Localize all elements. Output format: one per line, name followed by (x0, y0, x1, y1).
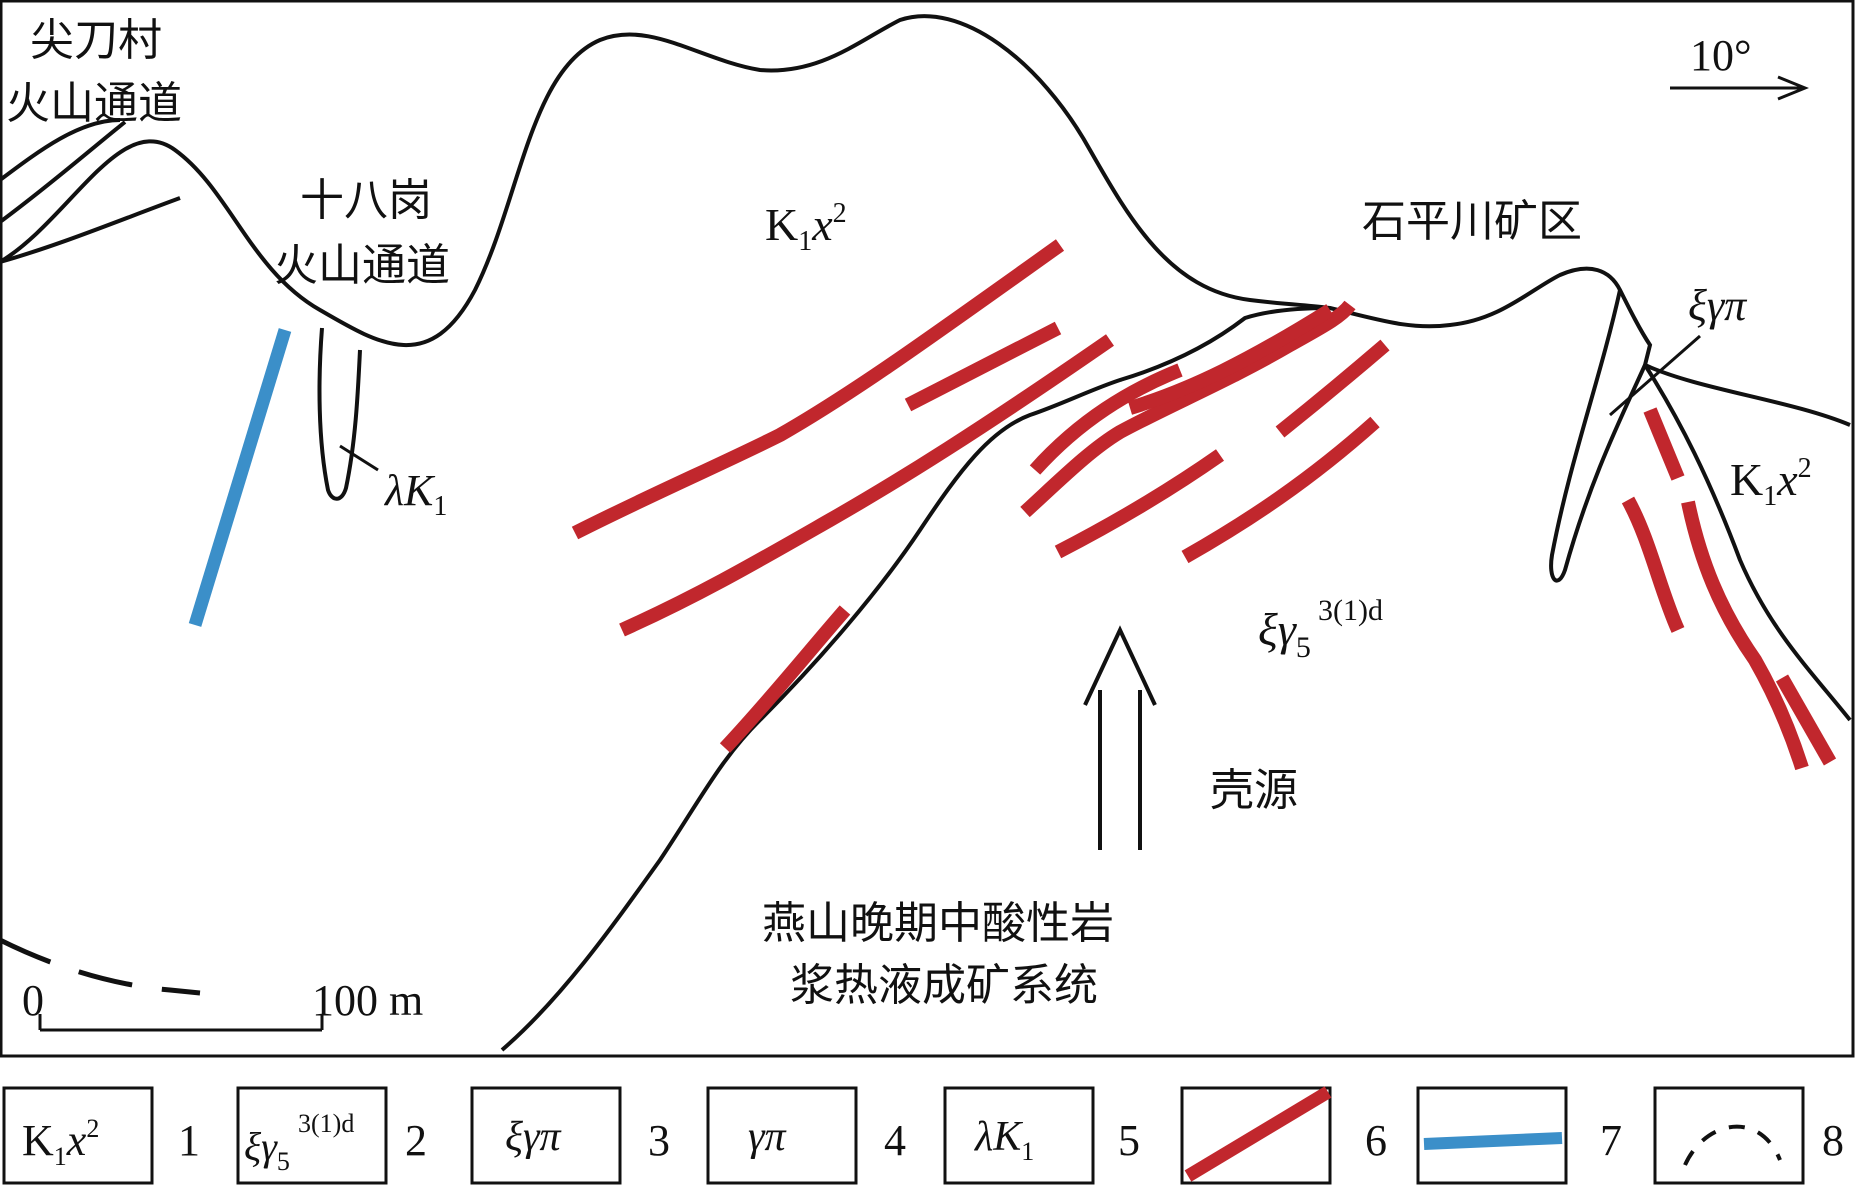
left-contact-line-c (0, 196, 181, 264)
legend-xigamma5-sup: 3(1)d (298, 1109, 354, 1138)
red-vein-12 (1621, 496, 1685, 633)
legend-box-5 (943, 1086, 1095, 1185)
legend-box-3 (470, 1086, 622, 1185)
legend-num-8: 8 (1822, 1116, 1844, 1165)
label-lambdak1: λK1 (383, 466, 447, 522)
label-k1x2-upper: K1x2 (765, 198, 847, 257)
contact-boundary (0, 14, 1851, 427)
label-shibagang-1: 十八岗 (300, 175, 432, 226)
red-vein-5 (1020, 300, 1356, 518)
granite-contact (500, 306, 1331, 1052)
label-k1x2-right: K1x2 (1730, 453, 1812, 512)
legend-box-6 (1180, 1086, 1332, 1185)
label-scale-zero: 0 (22, 976, 44, 1025)
label-xigamma5: ξγ5 (1258, 604, 1311, 664)
label-xigammapi: ξγπ (1688, 281, 1748, 330)
legend-num-4: 4 (884, 1116, 906, 1165)
legend-xigamma5: ξγ5 (244, 1124, 290, 1176)
label-system-2: 浆热液成矿系统 (790, 960, 1098, 1011)
legend-xigammapi: ξγπ (505, 1114, 562, 1160)
legend: K1x2 1 ξγ5 3(1)d 2 ξγπ 3 γπ 4 λK1 5 6 7 … (2, 1086, 1844, 1185)
dashed-arc (0, 937, 201, 996)
left-contact-line-b (0, 120, 127, 224)
legend-box-8 (1653, 1086, 1805, 1185)
red-vein-2 (904, 321, 1062, 412)
label-shibagang-2: 火山通道 (274, 240, 450, 291)
label-shipingchuan: 石平川矿区 (1362, 196, 1582, 247)
xigammapi-wedge (1549, 289, 1647, 583)
upward-arrow (1083, 625, 1157, 850)
legend-blue-dike (1423, 1132, 1563, 1150)
label-jiandaocun-2: 火山通道 (6, 78, 182, 129)
legend-num-2: 2 (405, 1116, 427, 1165)
red-vein-7 (1181, 416, 1380, 564)
map-frame (0, 0, 1855, 1058)
right-lower-contact (1643, 363, 1852, 722)
red-vein-9 (1029, 363, 1183, 475)
legend-lambdak1: λK1 (973, 1114, 1034, 1166)
label-system-1: 燕山晚期中酸性岩 (762, 898, 1114, 949)
legend-num-1: 1 (178, 1116, 200, 1165)
lambda-k1-leader (339, 444, 379, 472)
legend-box-2 (236, 1086, 388, 1185)
scale-bar (38, 1014, 324, 1032)
legend-k1x2: K1x2 (22, 1114, 99, 1171)
red-veins (571, 239, 1837, 771)
red-vein-8 (1275, 339, 1390, 438)
legend-dashed-arc (1683, 1124, 1782, 1166)
legend-box-1 (2, 1086, 154, 1185)
legend-gammapi: γπ (748, 1114, 787, 1160)
left-contact-line-a (0, 118, 121, 182)
legend-num-7: 7 (1600, 1116, 1622, 1165)
xigammapi-leader (1609, 334, 1701, 417)
red-vein-10 (1127, 304, 1334, 415)
legend-box-7 (1416, 1086, 1568, 1185)
red-vein-14 (1775, 674, 1837, 766)
red-vein-1 (571, 239, 1065, 540)
legend-num-5: 5 (1118, 1116, 1140, 1165)
label-scale-hundred: 100 m (312, 976, 423, 1025)
red-vein-11 (1643, 407, 1685, 481)
label-xigamma5-sup: 3(1)d (1318, 594, 1383, 627)
lambda-k1-body (317, 327, 362, 501)
legend-num-3: 3 (648, 1116, 670, 1165)
legend-num-6: 6 (1365, 1116, 1387, 1165)
orientation-arrow (1670, 75, 1809, 101)
red-vein-6 (1054, 449, 1225, 559)
red-vein-3 (619, 334, 1114, 637)
label-jiandaocun-1: 尖刀村 (30, 15, 162, 66)
blue-dike (188, 328, 292, 627)
legend-red-vein (1184, 1086, 1332, 1182)
red-vein-13 (1681, 500, 1809, 771)
red-vein-4 (719, 605, 851, 753)
legend-box-4 (706, 1086, 858, 1185)
label-orientation: 10° (1690, 31, 1752, 80)
label-crust-source: 壳源 (1210, 765, 1298, 816)
